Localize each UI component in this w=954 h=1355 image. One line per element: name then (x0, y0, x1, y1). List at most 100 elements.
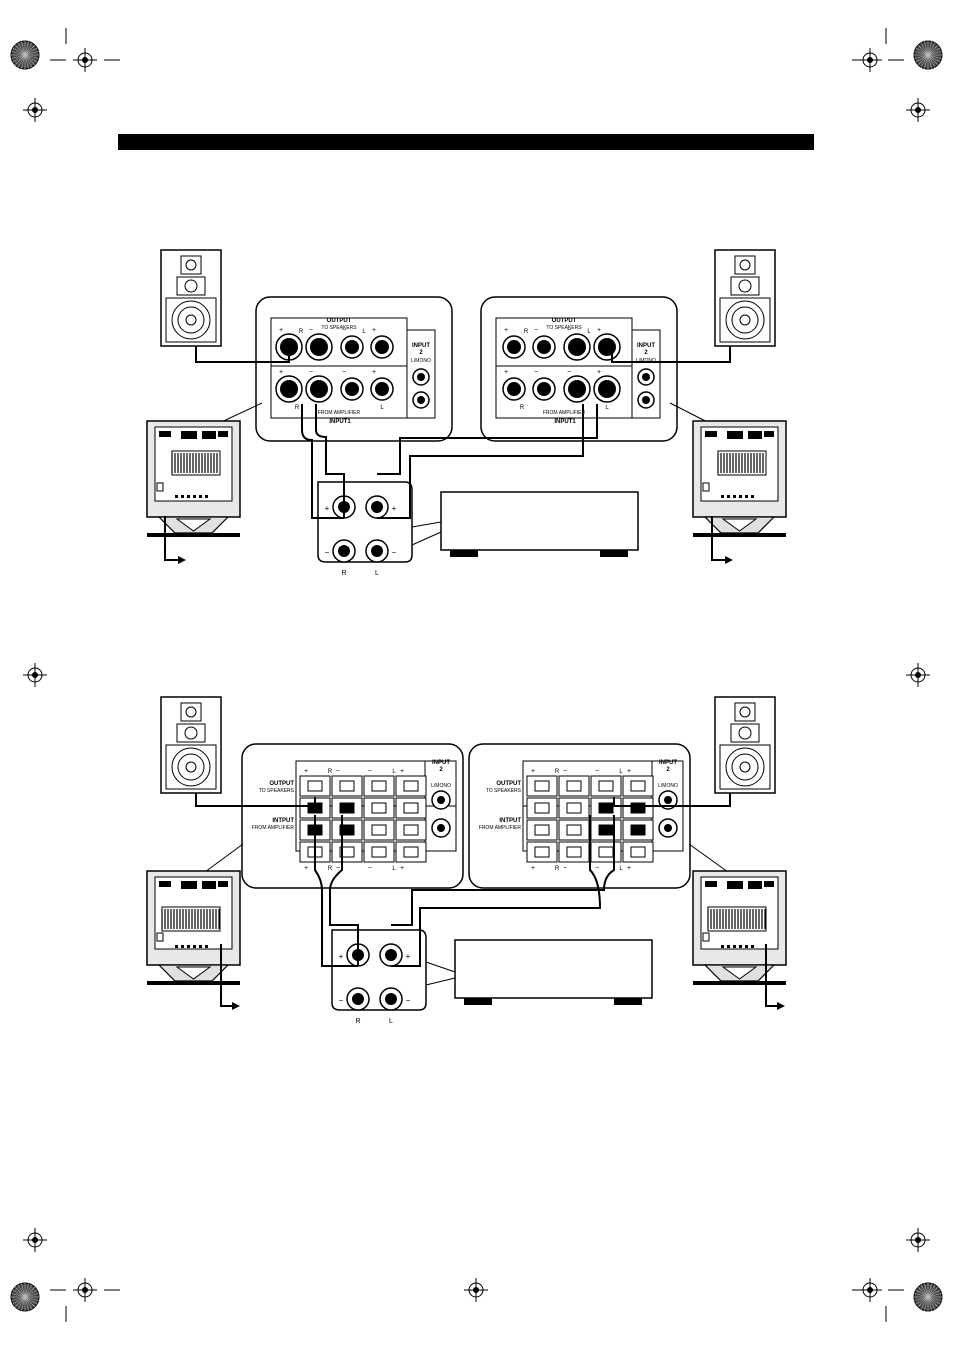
input2-label-right: INPUT (637, 343, 655, 349)
to-speakers-label-right: TO SPEAKERS (546, 325, 582, 331)
input2-number: 2 (419, 350, 423, 356)
subwoofer-right-bottom (692, 870, 787, 985)
polarity-mark: + (325, 504, 330, 513)
left-terminal-callout: OUTPUT TO SPEAKERS FROM AMPLIFIER INPUT1… (255, 296, 453, 442)
polarity-mark: + (597, 369, 601, 376)
printer-color-wheel (913, 1282, 943, 1312)
polarity-mark: − (309, 369, 313, 376)
crosshair-registration-mark (23, 98, 47, 122)
crosshair-registration-mark (858, 48, 882, 72)
polarity-mark: − (339, 996, 344, 1005)
from-amplifier-label-right: FROM AMPLIFIER (543, 410, 586, 416)
r-mark: R (341, 570, 346, 577)
subwoofer-left (146, 420, 241, 537)
intput-label-bottom-right: INTPUT (499, 818, 521, 824)
power-switch (156, 932, 164, 942)
amp-wire-left-b (315, 404, 345, 518)
power-cord-left-bottom (220, 944, 232, 1007)
polarity-mark: + (372, 327, 376, 334)
polarity-mark: − (336, 865, 340, 872)
polarity-mark: + (597, 327, 601, 334)
l-mark: L (392, 866, 396, 872)
polarity-mark: − (336, 768, 340, 775)
left-speaker (160, 249, 222, 347)
terminal-block (181, 881, 197, 889)
crosshair-registration-mark (23, 663, 47, 687)
right-terminal-callout: OUTPUT TO SPEAKERS FROM AMPLIFIER INPUT1… (480, 296, 678, 442)
r-mark: R (295, 405, 300, 411)
polarity-mark: + (504, 369, 508, 376)
right-speaker-bottom (714, 696, 776, 794)
terminal-block (181, 431, 197, 439)
speaker-wire-right (611, 346, 731, 363)
crosshair-registration-mark (906, 1228, 930, 1252)
terminal-block (727, 881, 743, 889)
polarity-mark: + (304, 768, 308, 775)
polarity-mark: + (406, 952, 411, 961)
left-speaker-bottom (160, 696, 222, 794)
r-mark: R (328, 769, 333, 775)
polarity-mark: − (595, 865, 599, 872)
left-clip-callout-bottom: OUTPUT TO SPEAKERS INTPUT FROM AMPLIFIER… (241, 743, 464, 889)
polarity-mark: − (534, 327, 538, 334)
polarity-mark: − (392, 548, 397, 557)
bottom-diagram: OUTPUT TO SPEAKERS INTPUT FROM AMPLIFIER… (146, 696, 787, 1025)
polarity-mark: + (627, 865, 631, 872)
r-mark: R (299, 329, 304, 335)
power-cord-right-bottom (765, 944, 777, 1007)
terminal-block (748, 881, 762, 889)
polarity-mark: + (504, 327, 508, 334)
input1-label-right: INPUT1 (554, 419, 576, 425)
polarity-mark: + (392, 504, 397, 513)
l-mark: L (392, 769, 396, 775)
header-bar (118, 134, 814, 150)
input2-number-bottom-right: 2 (666, 767, 670, 773)
amplifier-terminal-callout-bottom (331, 929, 427, 1011)
speaker-wire-right-bottom (613, 793, 731, 807)
input2-label-bottom: INPUT (432, 760, 450, 766)
polarity-mark: − (567, 327, 571, 334)
terminal-block (748, 431, 762, 439)
r-mark: R (520, 405, 525, 411)
r-mark: R (355, 1018, 360, 1025)
polarity-mark: + (531, 865, 535, 872)
right-speaker (714, 249, 776, 347)
l-mark: L (375, 570, 379, 577)
speaker-wire-left-bottom (195, 793, 316, 807)
terminal-block (202, 881, 216, 889)
terminal-block (727, 431, 743, 439)
subwoofer-left-bottom (146, 870, 241, 985)
crosshair-registration-mark (906, 98, 930, 122)
from-amplifier-label-bottom-right: FROM AMPLIFIER (479, 825, 522, 831)
printer-color-wheel (10, 1282, 40, 1312)
polarity-mark: − (325, 548, 330, 557)
mono-label-bottom-right: L/MONO (658, 783, 678, 789)
r-mark: R (555, 866, 560, 872)
output-label-right: OUTPUT (552, 318, 577, 324)
amp-wire-right-a (377, 404, 584, 519)
output-label-bottom: OUTPUT (269, 781, 294, 787)
power-switch (702, 482, 710, 492)
control-knobs (705, 881, 717, 887)
to-speakers-label-bottom-right: TO SPEAKERS (486, 788, 522, 794)
polarity-mark: + (339, 952, 344, 961)
from-amplifier-label: FROM AMPLIFIER (318, 410, 361, 416)
amplifier: + + − − R L (317, 481, 639, 577)
mono-label-bottom: L/MONO (431, 783, 451, 789)
polarity-mark: + (372, 369, 376, 376)
amp-wire-left-a (301, 404, 344, 519)
polarity-mark: − (563, 768, 567, 775)
polarity-mark: − (342, 369, 346, 376)
polarity-mark: − (368, 768, 372, 775)
r-mark: R (328, 866, 333, 872)
polarity-mark: − (534, 369, 538, 376)
polarity-mark: + (279, 369, 283, 376)
intput-label-bottom: INTPUT (272, 818, 294, 824)
polarity-mark: + (627, 768, 631, 775)
polarity-mark: − (595, 768, 599, 775)
polarity-mark: − (567, 369, 571, 376)
output-label-bottom-right: OUTPUT (496, 781, 521, 787)
input2-number-bottom: 2 (439, 767, 443, 773)
